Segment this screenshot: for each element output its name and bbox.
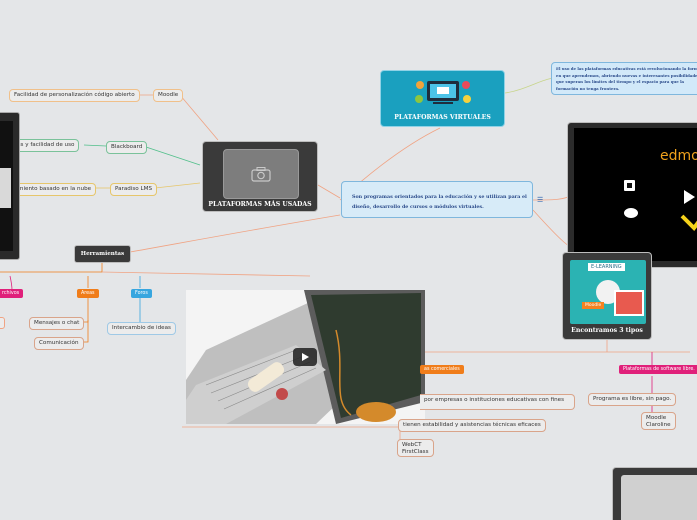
partial-image-card[interactable] [612, 467, 697, 520]
note-toggle-icon[interactable]: ☰ [537, 196, 544, 204]
moodle-description[interactable]: Facilidad de personalización código abie… [9, 89, 140, 102]
commercial-description[interactable]: por empresas o instituciones educativas … [420, 394, 575, 410]
moodle-badge: Moodle [582, 302, 605, 309]
edmodo-play-icon[interactable] [684, 190, 695, 204]
edmodo-logo-text: edmo [660, 148, 697, 164]
virtual-platforms-title: PLATAFORMAS VIRTUALES [394, 114, 491, 121]
three-types-node[interactable]: E-LEARNING Moodle Encontramos 3 tipos [562, 252, 652, 340]
virtual-classroom-illustration [415, 81, 471, 104]
laptop-video[interactable] [186, 290, 425, 424]
image-placeholder [223, 149, 299, 199]
free-software-examples[interactable]: Moodle Claroline [641, 412, 676, 430]
virtual-platforms-node[interactable]: PLATAFORMAS VIRTUALES [380, 70, 505, 127]
paradiso-node[interactable]: Paradiso LMS [110, 183, 157, 196]
video-comment-icon[interactable] [624, 208, 638, 218]
virtual-platforms-note[interactable]: El uso de las plataformas educativas est… [551, 62, 697, 95]
communication-node[interactable]: Comunicación [34, 337, 84, 350]
forums-tag[interactable]: Foros [131, 289, 152, 298]
messages-chat-node[interactable]: Mensajes o chat [29, 317, 85, 330]
files-tag[interactable]: rchivos [0, 289, 24, 298]
central-text: Son programas orientados para la educaci… [352, 194, 527, 210]
commercial-examples[interactable]: WebCT FirstClass [397, 439, 434, 457]
commercial-support[interactable]: tienen estabilidad y asistencias técnica… [398, 419, 546, 432]
most-used-platforms-node[interactable]: PLATAFORMAS MÁS USADAS [202, 141, 318, 212]
claroline-label: Claroline [646, 422, 671, 428]
blackboard-node[interactable]: Blackboard [106, 141, 148, 154]
left-edge-image[interactable] [0, 112, 20, 260]
commercial-platforms-tag[interactable]: as comerciales [420, 365, 464, 374]
tools-title: Herramientas [80, 251, 125, 257]
free-software-tag[interactable]: Plataformas de software libre. [619, 365, 697, 374]
central-node[interactable]: Son programas orientados para la educaci… [341, 181, 533, 218]
video-list-icon[interactable] [624, 180, 635, 191]
edmodo-video-card[interactable]: edmo [567, 122, 697, 268]
elearning-image: E-LEARNING Moodle [570, 260, 646, 324]
tools-node[interactable]: Herramientas [74, 245, 131, 263]
blackboard-description[interactable]: bles y facilidad de uso [8, 139, 80, 152]
firstclass-label: FirstClass [402, 449, 429, 455]
note-text: El uso de las plataformas educativas est… [556, 66, 697, 91]
paradiso-description[interactable]: miento basado en la nube [14, 183, 97, 196]
webct-label: WebCT [402, 442, 422, 448]
free-moodle-label: Moodle [646, 415, 667, 421]
elearning-caption: E-LEARNING [588, 263, 625, 271]
free-software-description[interactable]: Programa es libre, sin pago. [588, 393, 677, 406]
play-icon[interactable] [293, 348, 317, 366]
edmodo-brand-mark [680, 214, 697, 232]
moodle-node[interactable]: Moodle [153, 89, 184, 102]
most-used-title: PLATAFORMAS MÁS USADAS [208, 201, 312, 208]
edmodo-video[interactable]: edmo [574, 128, 697, 261]
camera-icon [251, 167, 271, 182]
three-types-title: Encontramos 3 tipos [571, 327, 643, 334]
files-child-stub[interactable] [0, 317, 5, 329]
idea-exchange-node[interactable]: Intercambio de ideas [107, 322, 176, 335]
areas-tag[interactable]: Areas [77, 289, 99, 298]
